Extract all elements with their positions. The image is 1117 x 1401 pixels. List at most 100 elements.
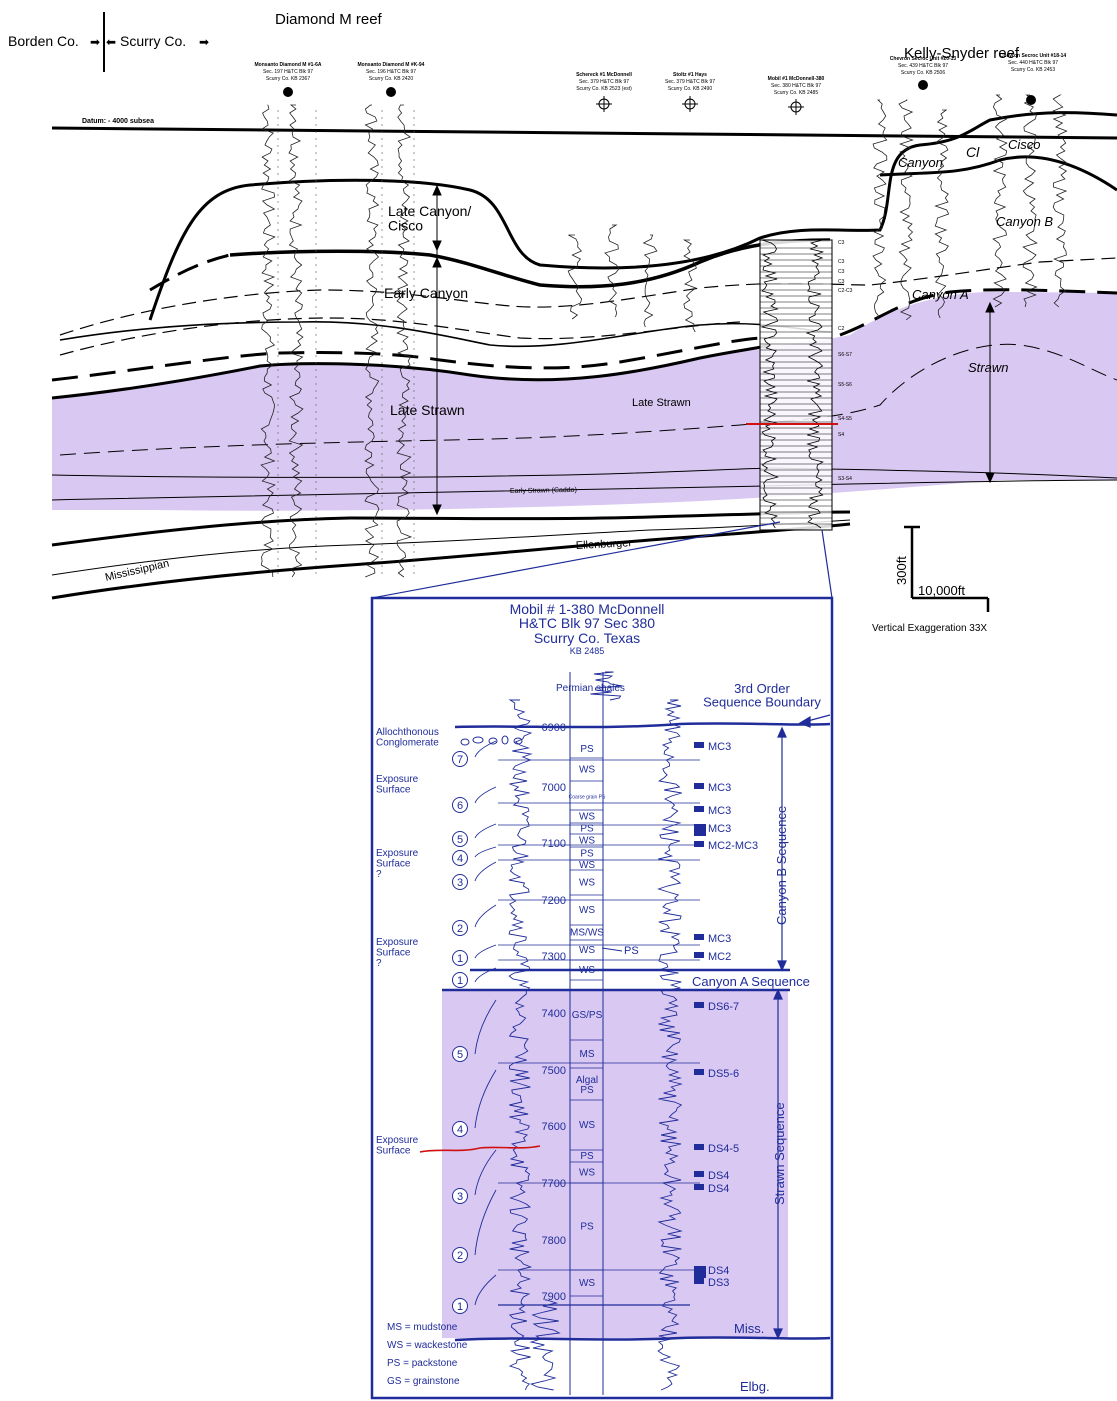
well-name: Chevron Secroc Unit #20-13	[890, 56, 957, 62]
sample-marker-icon	[694, 841, 704, 847]
mobil-marker-label: S4	[838, 432, 844, 438]
well-plugged-icon	[682, 96, 698, 112]
lithology-label: WS	[579, 1278, 595, 1289]
sample-label: DS4	[708, 1265, 729, 1277]
scale-horizontal-label: 10,000ft	[918, 583, 965, 598]
mobil-marker-label: S3-S4	[838, 476, 852, 482]
elbg-label: Elbg.	[740, 1379, 770, 1394]
canyon-b-seq-label: Canyon B Sequence	[774, 806, 789, 925]
well-plugged-icon	[788, 99, 804, 115]
lithology-label: WS	[579, 905, 595, 916]
datum-label: Datum: - 4000 subsea	[82, 118, 154, 125]
unit-cl: Cl	[966, 144, 980, 160]
county-left-label: Borden Co.	[8, 33, 79, 49]
unit-late-strawn-left: Late Strawn	[390, 402, 465, 418]
lithology-label: WS	[579, 878, 595, 889]
lithology-label: PS	[580, 824, 594, 835]
well-name: Schereck #1 McDonnell	[576, 72, 632, 78]
sample-label: MC3	[708, 782, 731, 794]
well-name: Chevron Secroc Unit #18-14	[1000, 53, 1067, 59]
well-oil-icon	[1026, 95, 1036, 105]
well-name: Stoltz #1 Hays	[673, 72, 707, 78]
lithology-label: MS	[580, 1049, 595, 1060]
inset-title-line2: H&TC Blk 97 Sec 380	[519, 615, 655, 631]
strawn-sequence-fill	[442, 990, 788, 1338]
arrow-right-icon: ➡	[90, 35, 100, 49]
cycle-number: 1	[457, 975, 463, 987]
arrow-right-icon: ➡	[199, 35, 209, 49]
well-log-trace	[899, 100, 913, 320]
mobil-inset: MC3MC3MC3MC3MC2-MC3MC3MC2DS6-7DS5-6DS4-5…	[372, 598, 832, 1398]
lithology-label: WS	[579, 1120, 595, 1131]
sample-marker-icon	[694, 1144, 704, 1150]
sample-marker-icon	[694, 1266, 706, 1278]
cycle-number: 1	[457, 1301, 463, 1313]
permian-shales-label: Permian shales	[556, 683, 625, 694]
well-location: Sec. 196 H&TC Blk 97	[366, 69, 416, 75]
scale-vertical-label: 300ft	[894, 556, 909, 585]
cycle-number: 6	[457, 800, 463, 812]
cycle-number: 2	[457, 923, 463, 935]
sample-marker-icon	[694, 1171, 704, 1177]
sample-marker-icon	[694, 806, 704, 812]
well-symbols	[283, 80, 1036, 115]
mobil-marker-label: S4-S5	[838, 416, 852, 422]
sample-label: DS3	[708, 1277, 729, 1289]
mobil-marker-label: S5-S6	[838, 382, 852, 388]
lithology-label: WS	[579, 765, 595, 776]
lithology-label: PS	[580, 1222, 594, 1233]
well-name: Mobil #1 McDonnell-380	[768, 76, 825, 82]
well-labels: Monsanto Diamond M #1-6A Sec. 197 H&TC B…	[255, 53, 1067, 96]
well-location: Sec. 380 H&TC Blk 97	[771, 83, 821, 89]
mobil-marker-label: C3	[838, 240, 845, 246]
unit-canyon-b: Canyon B	[996, 214, 1053, 229]
mobil-marker-label: C3	[838, 269, 845, 275]
cycle-number: 5	[457, 834, 463, 846]
depth-label: 6900	[542, 722, 566, 734]
sample-label: MC3	[708, 933, 731, 945]
lithology-label: PS	[580, 744, 594, 755]
sample-label: MC3	[708, 741, 731, 753]
lithology-label: WS	[579, 965, 595, 976]
lithology-label: WS	[579, 836, 595, 847]
ps-arrow-label: PS	[624, 945, 639, 957]
depth-label: 7900	[542, 1291, 566, 1303]
cycle-number: 4	[457, 853, 463, 865]
legend-item: WS = wackestone	[387, 1340, 468, 1351]
lithology-label: MS/WS	[570, 928, 604, 939]
well-log-trace	[993, 95, 1007, 307]
well-dry-icon	[283, 87, 293, 97]
unit-late-canyon-cisco: Late Canyon/Cisco	[388, 203, 471, 234]
unit-mississippian: Mississippian	[104, 558, 170, 584]
mobil-marker-label: C2	[838, 326, 845, 332]
unit-cisco: Cisco	[1008, 137, 1041, 152]
diamond-m-reef-title: Diamond M reef	[275, 11, 383, 28]
well-dry-icon	[386, 87, 396, 97]
well-location: Sec. 379 H&TC Blk 97	[579, 79, 629, 85]
lithology-label: GS/PS	[572, 1010, 603, 1021]
unit-canyon-a: Canyon A	[912, 287, 969, 302]
depth-label: 7300	[542, 951, 566, 963]
lithology-label: Coarse grain PS	[569, 795, 606, 801]
well-county: Scurry Co. KB 2523 (est)	[576, 86, 632, 92]
cycle-number: 5	[457, 1049, 463, 1061]
mobil-marker-label: C3	[838, 259, 845, 265]
well-log-trace	[684, 240, 697, 332]
well-log-trace	[1023, 95, 1037, 307]
county-right-label: Scurry Co.	[120, 33, 186, 49]
sample-marker-icon	[694, 1278, 704, 1284]
depth-label: 7800	[542, 1235, 566, 1247]
mobil-marker-label: S6-S7	[838, 352, 852, 358]
cycle-number: 2	[457, 1250, 463, 1262]
sample-label: MC2-MC3	[708, 840, 758, 852]
sample-marker-icon	[694, 952, 704, 958]
well-log-trace	[605, 225, 619, 317]
sample-label: DS4-5	[708, 1143, 739, 1155]
lithology-label: PS	[580, 1151, 594, 1162]
well-plugged-icon	[596, 96, 612, 112]
depth-label: 7000	[542, 782, 566, 794]
cycle-number: 4	[457, 1124, 463, 1136]
mobil-marker-label: C3	[838, 279, 845, 285]
scale-bar	[904, 527, 988, 612]
well-county: Scurry Co. KB 2506	[901, 70, 945, 76]
